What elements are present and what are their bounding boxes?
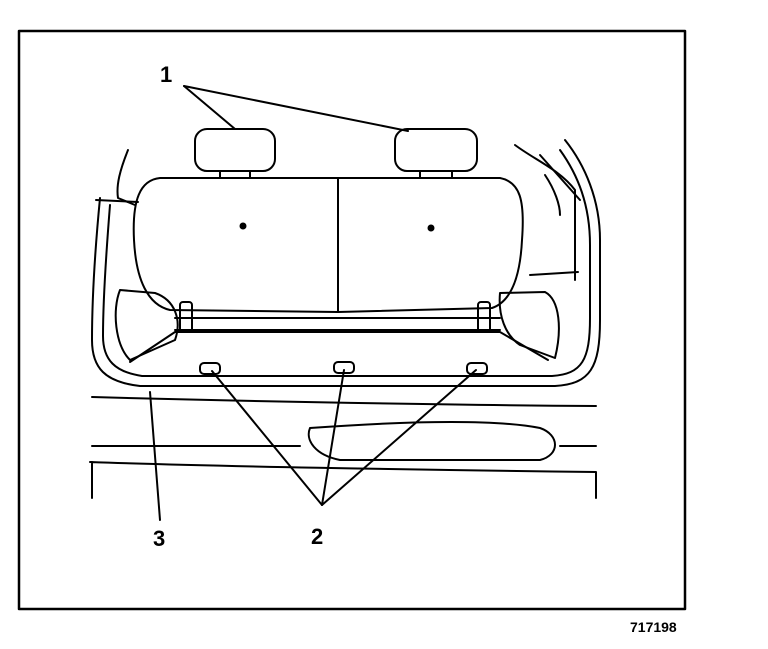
cargo-floor [129,331,549,363]
leader-line-2-center [321,369,345,506]
right-wheel-well [498,291,560,359]
bumper-step-pad [307,421,556,461]
figure-number: 717198 [630,619,677,635]
right-seat-button [427,224,435,232]
left-seat-button [239,222,247,230]
seat-back-right [337,177,524,313]
right-tie-down-anchor [466,362,488,375]
right-trim-line [529,271,579,276]
left-wheel-well [114,289,179,361]
seat-cushion [174,317,501,331]
right-headrest [394,128,478,172]
leader-line-1-right [183,85,409,132]
bumper-top [91,396,597,407]
left-headrest [194,128,276,172]
left-headrest-post [219,170,251,179]
left-tie-down-anchor [199,362,221,375]
left-quarter-trim [116,149,136,206]
callout-2-tie-down-anchors: 2 [311,524,324,549]
figure-frame [17,29,687,611]
leader-line-2-left [211,370,323,506]
leader-line-2-right [321,369,477,506]
right-trim-detail [539,154,581,216]
seat-back-left [132,177,339,313]
right-headrest-post [419,170,453,179]
rear-opening-outline [91,139,601,387]
leader-line-3 [149,391,161,521]
callout-3-cargo-floor-edge: 3 [153,526,166,551]
right-quarter-trim [514,144,576,281]
rear-opening-inner-outline [102,149,591,377]
body-lower-edge [89,461,597,499]
left-trim-line [95,199,139,203]
leader-line-1-left [183,85,236,130]
callout-1-headrests: 1 [160,62,173,87]
